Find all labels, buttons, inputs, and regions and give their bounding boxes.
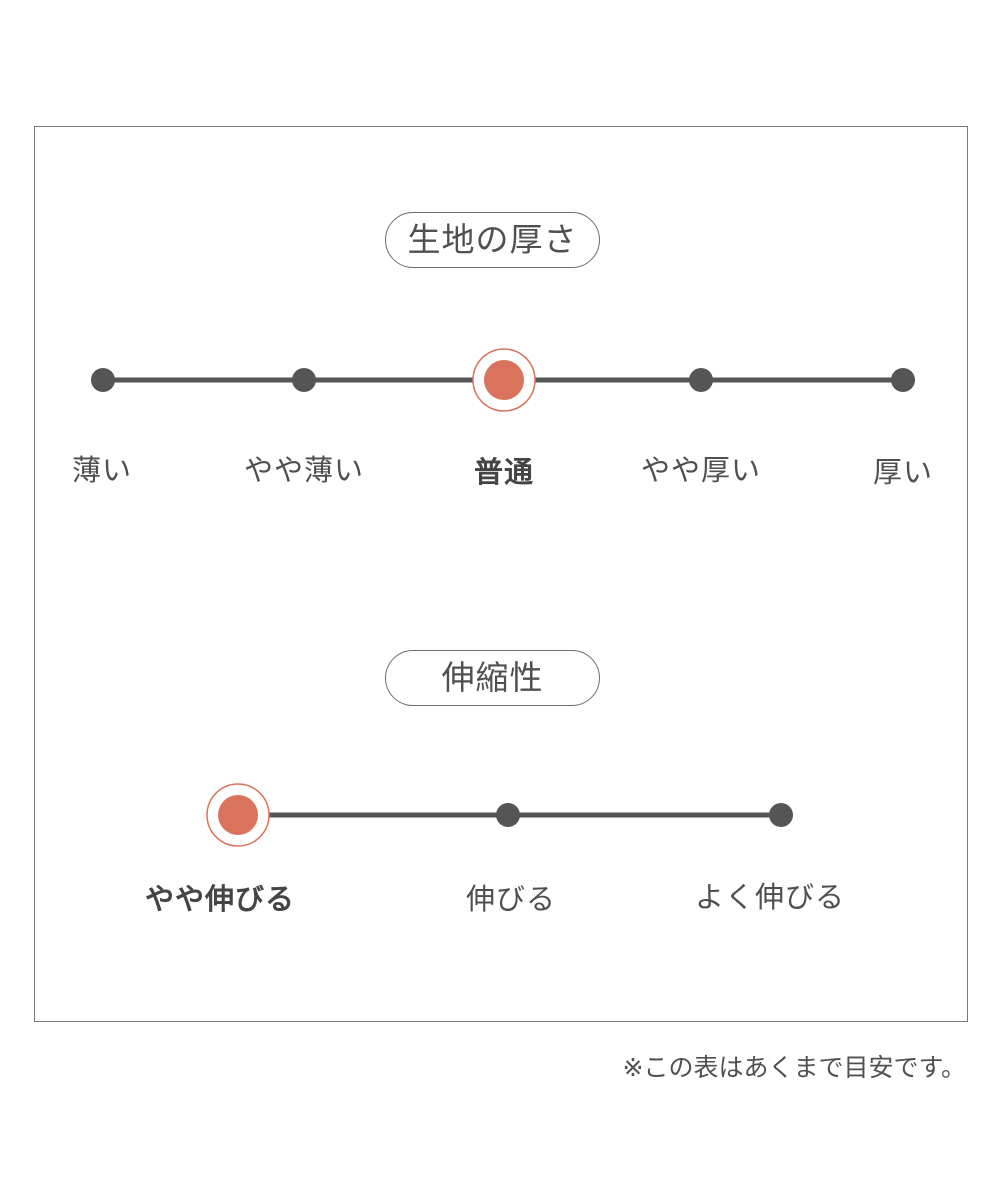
thickness-title: 生地の厚さ — [385, 212, 600, 268]
disclaimer-note: ※この表はあくまで目安です。 — [622, 1053, 966, 1082]
stretch-dot-2 — [769, 803, 793, 827]
thickness-label-0: 薄い — [71, 453, 133, 487]
thickness-dot-2-selected — [484, 360, 524, 400]
thickness-label-3: やや厚い — [640, 453, 762, 487]
stretch-label-1: 伸びる — [465, 882, 557, 916]
stretch-dot-0-selected — [218, 795, 258, 835]
stretch-dot-1 — [496, 803, 520, 827]
thickness-dot-1 — [292, 368, 316, 392]
stretch-title: 伸縮性 — [385, 650, 600, 706]
thickness-label-2: 普通 — [473, 455, 535, 489]
thickness-dot-3 — [689, 368, 713, 392]
stretch-label-2: よく伸びる — [694, 880, 846, 914]
chart-panel — [34, 126, 968, 1022]
thickness-label-1: やや薄い — [243, 453, 365, 487]
stretch-label-0: やや伸びる — [144, 882, 296, 916]
thickness-label-4: 厚い — [872, 455, 934, 489]
thickness-dot-0 — [91, 368, 115, 392]
thickness-dot-4 — [891, 368, 915, 392]
